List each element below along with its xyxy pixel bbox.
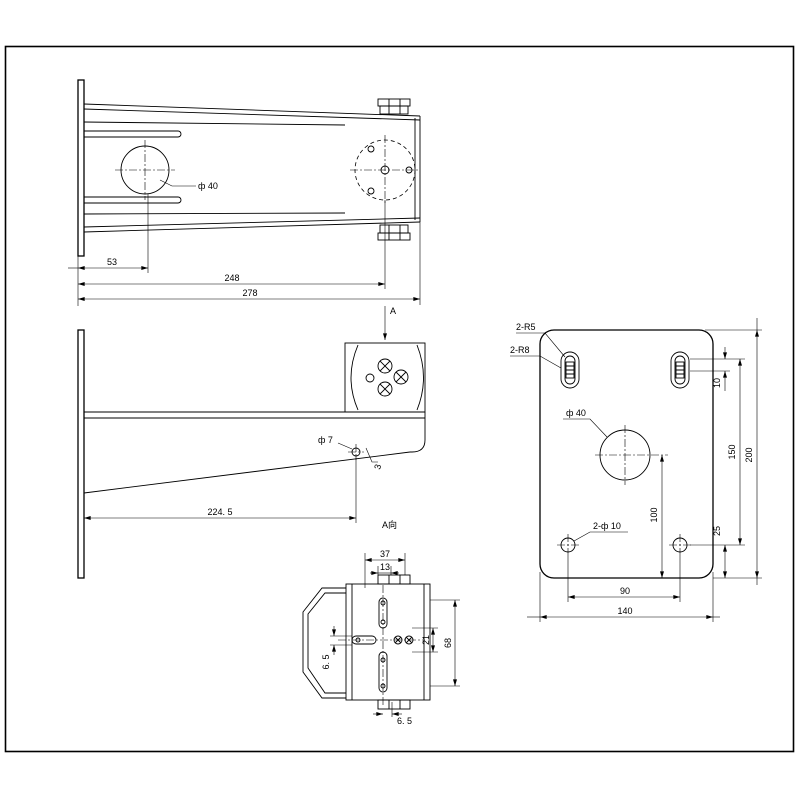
cable-hole — [115, 140, 175, 200]
dimension-text: 13 — [380, 562, 390, 572]
base-plate — [539, 329, 714, 579]
arm-top-edge — [83, 103, 421, 117]
arm-end-face — [410, 412, 426, 453]
bolt-head — [377, 98, 411, 107]
dimension-text: 150 — [727, 444, 737, 459]
pin-circle — [365, 373, 375, 383]
mount-hole-left — [557, 534, 579, 556]
slot-outer — [560, 351, 580, 389]
arm-rib-top — [83, 121, 346, 126]
bolt-group-top — [377, 574, 411, 585]
bolt-group-top — [377, 98, 411, 115]
flange-bolt-hole — [367, 145, 375, 153]
a-view-dimensions: 37 13 6. 5 21 68 6. 5 — [321, 549, 460, 726]
bolt-circle — [393, 369, 409, 385]
dimension-text: 25 — [712, 526, 722, 536]
dimension-text: 224. 5 — [207, 507, 232, 517]
plate-view-dimensions: 90 140 100 10 25 150 200 — [527, 318, 762, 622]
wall-plate — [77, 79, 85, 257]
dimension-text: 278 — [242, 288, 257, 298]
diameter-leader — [159, 179, 196, 187]
wall-plate — [77, 329, 85, 579]
slot-inner — [564, 355, 576, 385]
mount-hole-right — [669, 534, 691, 556]
arm-bottom-edge — [83, 221, 421, 233]
slot-outer — [670, 351, 690, 389]
slot-bolt-lines — [676, 365, 684, 375]
bolt-head — [377, 699, 411, 710]
arm-outline — [83, 411, 426, 494]
bolt-head — [377, 574, 411, 585]
arm-slot-bottom — [84, 196, 182, 204]
dimension-text: 53 — [107, 257, 117, 267]
arm-bottom-edge — [83, 451, 411, 494]
dimension-text: 10 — [712, 378, 722, 388]
weld-mark: 3 — [372, 463, 383, 470]
bolt-head — [377, 232, 411, 241]
bolt-group-bottom — [377, 224, 411, 241]
flange-bolt-hole — [367, 187, 375, 195]
head-block-right-curve — [416, 344, 424, 411]
arm-outline — [83, 103, 421, 233]
cable-hole — [595, 425, 668, 485]
side-view-dimensions: 224. 5 — [83, 456, 357, 523]
side-view: A ф 7 3 224. 5 A向 — [77, 306, 426, 579]
dimension-text: 200 — [744, 447, 754, 462]
dimension-text: 6. 5 — [397, 716, 412, 726]
bolt-cross — [379, 360, 407, 395]
callout-leader — [516, 332, 566, 358]
dimension-text: 248 — [224, 273, 239, 283]
slot-inner — [674, 355, 686, 385]
top-view-dimensions: 53 248 278 — [68, 194, 421, 306]
slot-top-right — [670, 351, 690, 389]
callout-leader — [563, 418, 608, 438]
plate-view: 2-R5 2-R8 ф 40 2-ф 10 90 140 100 — [510, 318, 762, 622]
dimension-text: 37 — [380, 549, 390, 559]
mount-flange — [350, 135, 420, 205]
dimension-text: 68 — [443, 638, 453, 648]
dimension-text: 100 — [649, 507, 659, 522]
arm-slot-top — [84, 130, 182, 138]
arm-top-edge-inner — [83, 108, 421, 121]
drawing-frame — [4, 45, 795, 753]
hole-leader — [337, 442, 353, 450]
dimension-text: 21 — [421, 635, 431, 645]
bolt-nut — [379, 105, 409, 115]
weld-leader — [365, 447, 378, 463]
arm-rib-bottom — [83, 212, 346, 215]
dimension-text: 6. 5 — [321, 654, 331, 669]
top-view: ф 40 53 248 278 — [68, 79, 421, 306]
callout-leader — [510, 355, 562, 369]
mount-hole-callout: 2-ф 10 — [593, 521, 621, 531]
dimension-text: 140 — [617, 606, 632, 616]
diameter-callout: ф 40 — [198, 181, 218, 191]
bolt-nut — [379, 224, 409, 234]
cable-hole-callout: ф 40 — [566, 408, 586, 418]
hole-callout: ф 7 — [318, 435, 333, 445]
head-block — [344, 342, 426, 413]
bolt-circle — [377, 381, 393, 397]
view-caption: A向 — [382, 519, 397, 530]
head-block-body — [344, 342, 426, 413]
arm-bottom-edge-inner — [83, 217, 421, 228]
arm-profile-inner — [307, 592, 346, 694]
slot-outer-radius-callout: 2-R8 — [510, 345, 530, 355]
view-direction-label: A — [390, 306, 396, 316]
arm-profile-outer — [302, 587, 346, 699]
bolt-group-bottom — [377, 699, 411, 710]
slot-bolt-lines — [566, 365, 574, 375]
bolt-circle — [377, 358, 393, 374]
a-view: 37 13 6. 5 21 68 6. 5 — [302, 549, 460, 726]
callout-leader — [573, 531, 628, 542]
slot-top-left — [560, 351, 580, 389]
head-block-left-curve — [350, 344, 359, 411]
dimension-text: 90 — [620, 586, 630, 596]
slot-inner-radius-callout: 2-R5 — [516, 322, 536, 332]
